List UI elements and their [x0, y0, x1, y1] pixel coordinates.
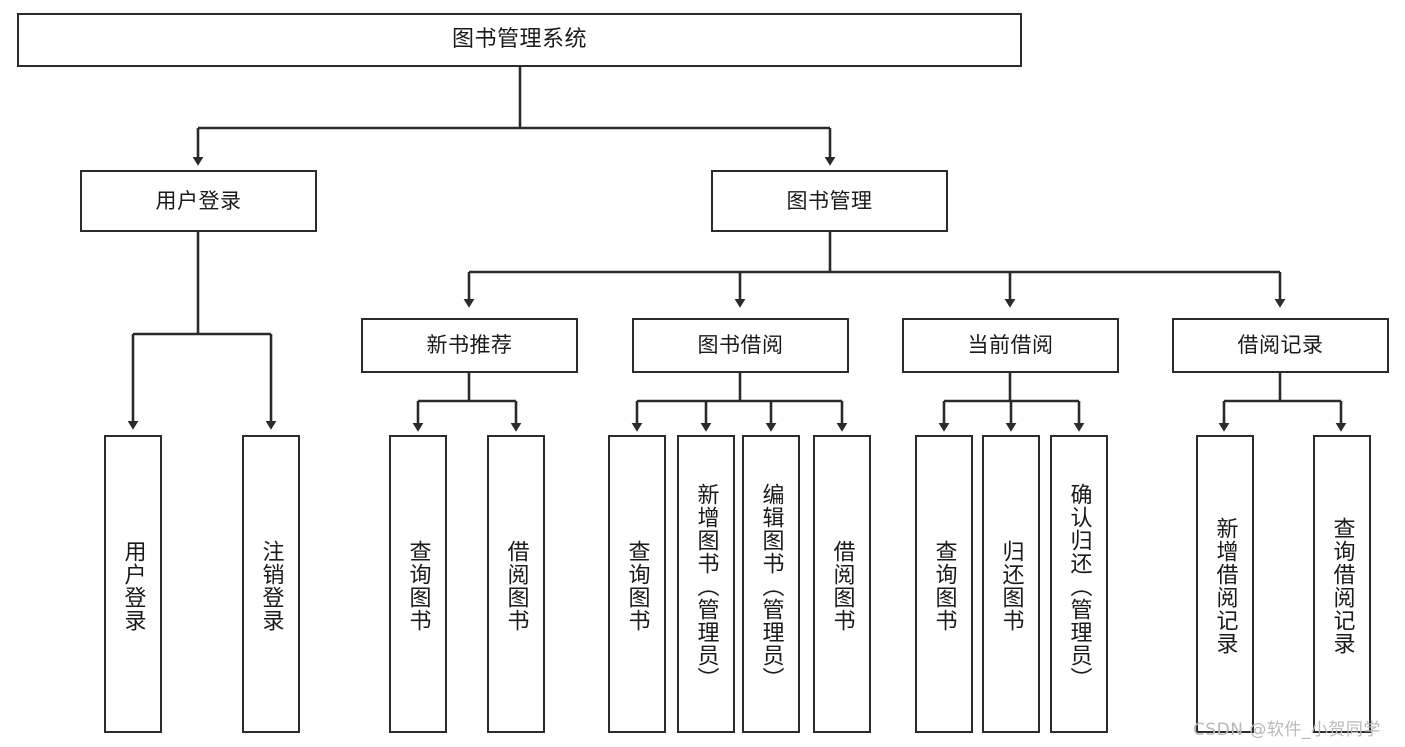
node-label: 注销登录 — [258, 540, 284, 632]
node-label: 新增借阅记录 — [1212, 517, 1238, 655]
node-label: 用户登录 — [120, 540, 146, 632]
node-root-system[interactable]: 图书管理系统 — [17, 13, 1022, 67]
node-current-borrowing[interactable]: 当前借阅 — [902, 318, 1119, 373]
node-label: 用户登录 — [155, 188, 242, 213]
node-label: 图书借阅 — [697, 333, 784, 358]
node-new-book-recommendation[interactable]: 新书推荐 — [361, 318, 578, 373]
node-label: 查询图书 — [624, 540, 650, 632]
leaf-current-confirm-return-admin[interactable]: 确认归还（管理员） — [1050, 435, 1108, 733]
node-label: 新书推荐 — [426, 333, 513, 358]
node-label: 编辑图书（管理员） — [758, 483, 784, 690]
leaf-new-books-query-book[interactable]: 查询图书 — [389, 435, 447, 733]
node-book-management[interactable]: 图书管理 — [711, 170, 948, 232]
node-borrowing-records[interactable]: 借阅记录 — [1172, 318, 1389, 373]
leaf-records-query-record[interactable]: 查询借阅记录 — [1313, 435, 1371, 733]
node-label: 当前借阅 — [967, 333, 1054, 358]
node-label: 借阅图书 — [503, 540, 529, 632]
node-label: 借阅记录 — [1237, 333, 1324, 358]
node-label: 查询图书 — [405, 540, 431, 632]
node-book-borrowing[interactable]: 图书借阅 — [632, 318, 849, 373]
node-label: 新增图书（管理员） — [693, 483, 719, 690]
node-label: 确认归还（管理员） — [1066, 483, 1092, 690]
leaf-borrow-edit-book-admin[interactable]: 编辑图书（管理员） — [742, 435, 800, 733]
leaf-user-login-logout[interactable]: 注销登录 — [242, 435, 300, 733]
node-label: 图书管理 — [786, 188, 873, 213]
node-label: 查询图书 — [931, 540, 957, 632]
node-label: 归还图书 — [998, 540, 1024, 632]
csdn-watermark: CSDN @软件_小贺同学 — [1193, 720, 1381, 740]
node-user-login[interactable]: 用户登录 — [80, 170, 317, 232]
leaf-current-query-book[interactable]: 查询图书 — [915, 435, 973, 733]
node-label: 图书管理系统 — [451, 27, 587, 53]
leaf-user-login-login[interactable]: 用户登录 — [104, 435, 162, 733]
leaf-records-add-record[interactable]: 新增借阅记录 — [1196, 435, 1254, 733]
node-label: 借阅图书 — [829, 540, 855, 632]
node-label: 查询借阅记录 — [1329, 517, 1355, 655]
leaf-current-return-book[interactable]: 归还图书 — [982, 435, 1040, 733]
leaf-borrow-query-book[interactable]: 查询图书 — [608, 435, 666, 733]
leaf-new-books-borrow-book[interactable]: 借阅图书 — [487, 435, 545, 733]
leaf-borrow-add-book-admin[interactable]: 新增图书（管理员） — [677, 435, 735, 733]
leaf-borrow-borrow-book[interactable]: 借阅图书 — [813, 435, 871, 733]
